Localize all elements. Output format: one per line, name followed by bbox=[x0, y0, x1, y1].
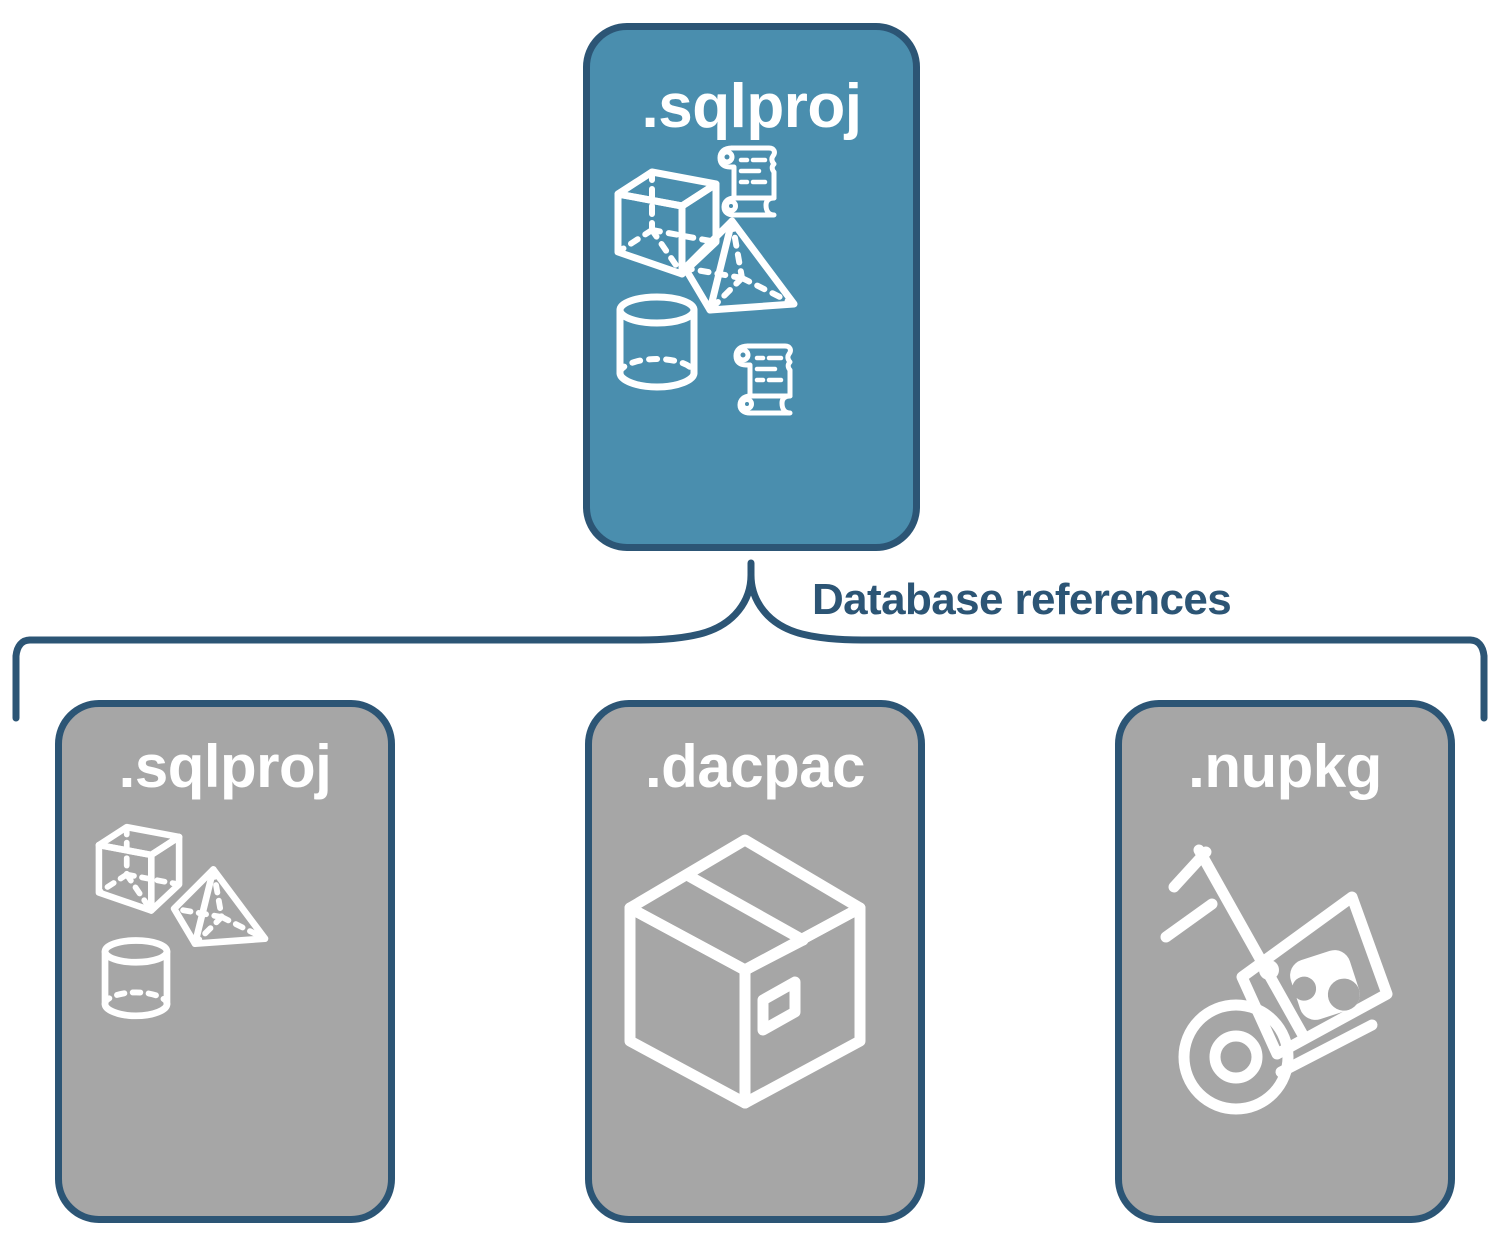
card-title-sqlproj-parent: .sqlproj bbox=[641, 72, 862, 141]
card-title-dacpac: .dacpac bbox=[645, 733, 865, 800]
nupkg-icon-group bbox=[1122, 797, 1448, 1216]
cube-icon bbox=[95, 823, 183, 914]
sqlproj-child-icon-group bbox=[62, 797, 388, 1216]
card-sqlproj-child[interactable]: .sqlproj bbox=[55, 700, 395, 1223]
pyramid-icon bbox=[170, 866, 269, 948]
cylinder-icon bbox=[616, 293, 698, 391]
cube-icon bbox=[614, 168, 720, 278]
shipping-box-icon bbox=[624, 834, 866, 1109]
parent-icon-group bbox=[590, 138, 913, 544]
hand-truck-icon bbox=[1160, 844, 1393, 1115]
card-dacpac[interactable]: .dacpac bbox=[585, 700, 925, 1223]
scroll-icon bbox=[717, 145, 777, 218]
card-nupkg[interactable]: .nupkg bbox=[1115, 700, 1455, 1223]
card-title-sqlproj-child: .sqlproj bbox=[118, 733, 332, 800]
scroll-icon bbox=[733, 343, 793, 416]
connector-label-database-references: Database references bbox=[812, 575, 1232, 624]
dacpac-icon-group bbox=[592, 797, 918, 1216]
cylinder-icon bbox=[101, 937, 171, 1020]
pyramid-icon bbox=[681, 217, 798, 314]
card-title-nupkg: .nupkg bbox=[1188, 733, 1382, 800]
card-sqlproj-parent[interactable]: .sqlproj bbox=[583, 23, 920, 551]
